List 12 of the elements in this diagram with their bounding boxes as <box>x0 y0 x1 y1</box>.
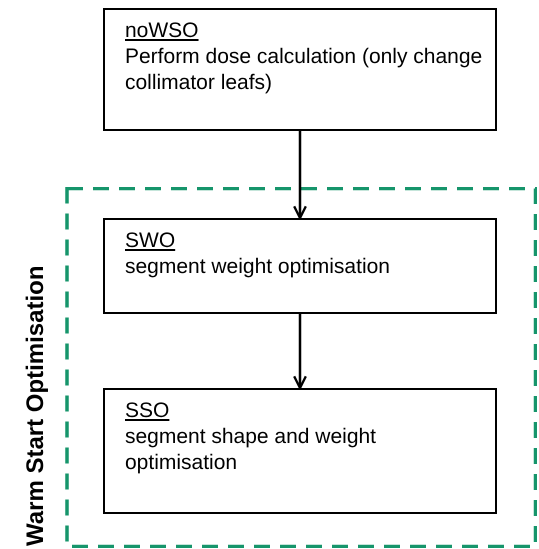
box-heading: noWSO <box>125 18 200 44</box>
box-description: Perform dose calculation (only change collimator leafs) <box>125 44 484 96</box>
group-title: Warm Start Optimisation <box>22 266 50 546</box>
arrow <box>293 131 307 220</box>
process-box <box>103 8 497 131</box>
box-description: segment shape and weight optimisation <box>125 424 378 476</box>
process-box <box>103 388 497 514</box>
arrow <box>293 314 307 390</box>
process-box <box>103 218 497 314</box>
box-heading: SWO <box>125 228 176 254</box>
box-heading: SSO <box>125 398 170 424</box>
box-description: segment weight optimisation <box>125 254 391 280</box>
